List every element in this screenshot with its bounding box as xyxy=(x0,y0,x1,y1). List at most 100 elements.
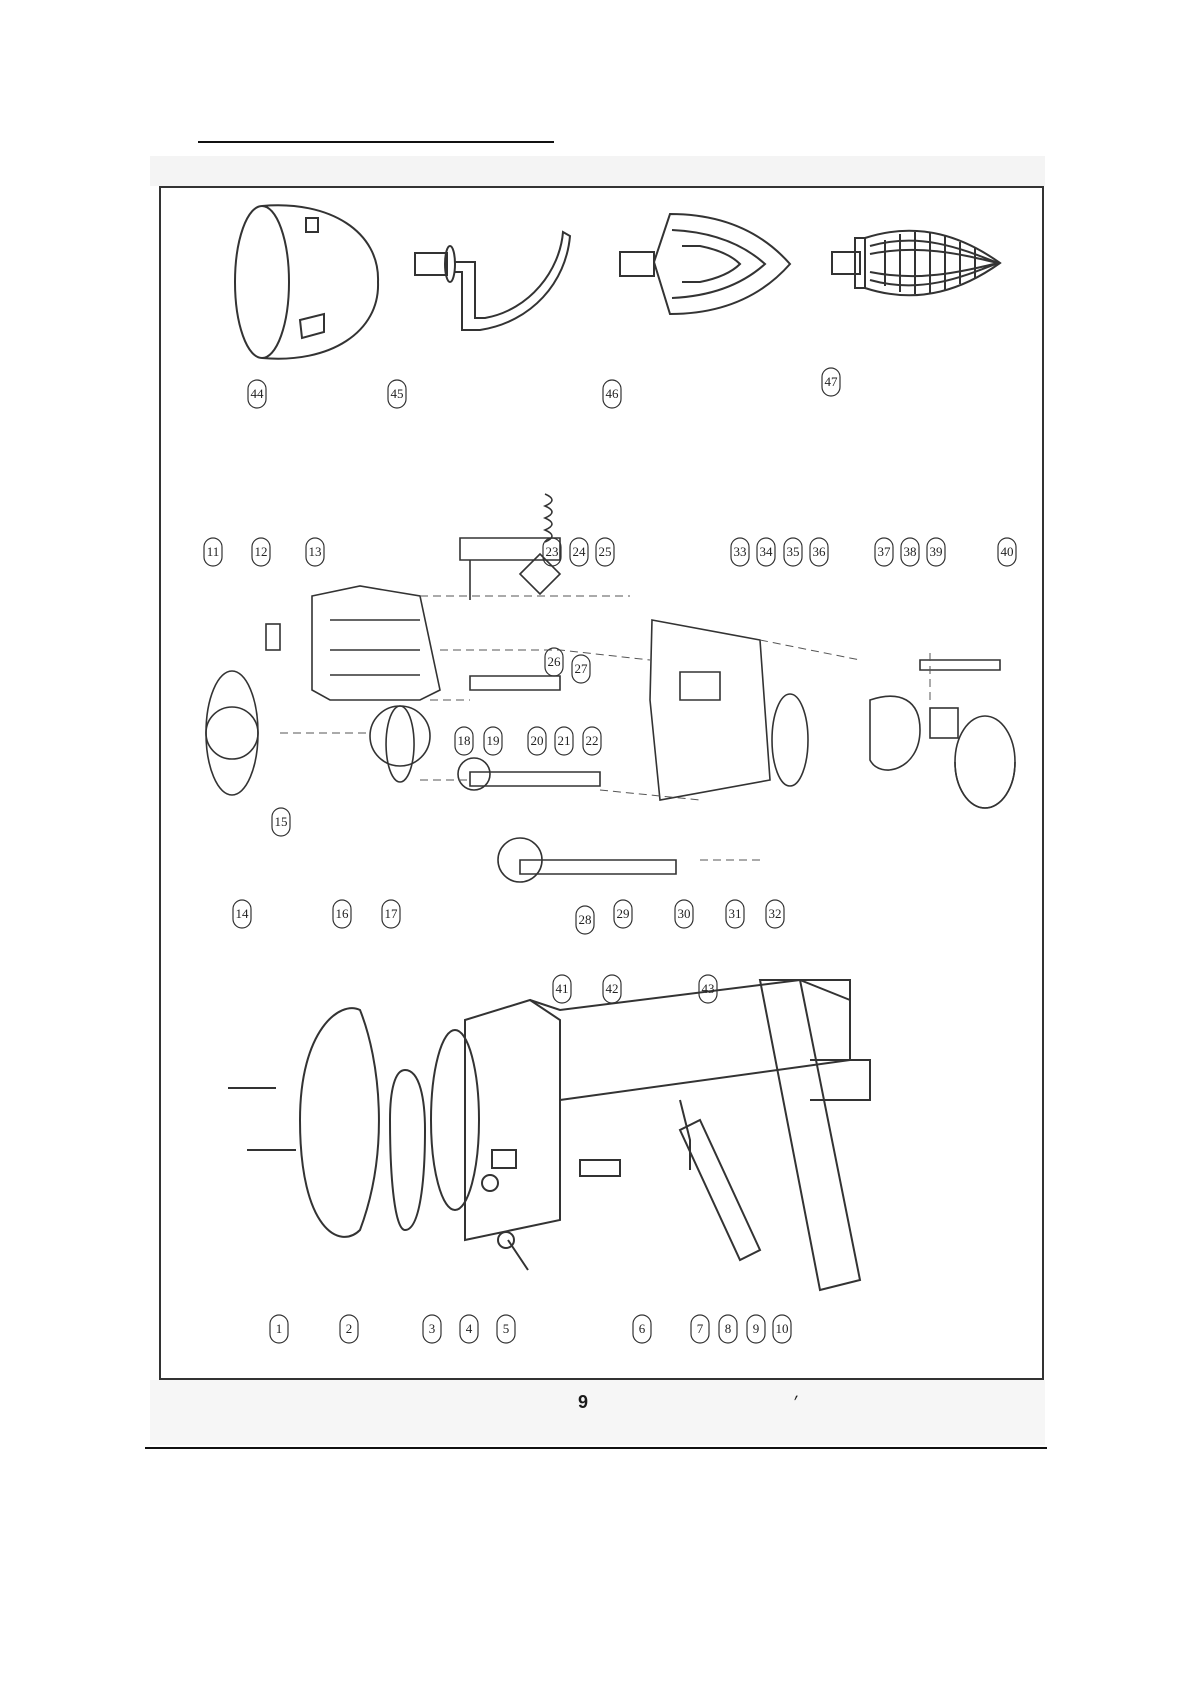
callout-44: 44 xyxy=(248,380,266,408)
svg-text:29: 29 xyxy=(617,906,630,921)
callout-18: 18 xyxy=(455,727,473,755)
svg-text:31: 31 xyxy=(729,906,742,921)
callout-10: 10 xyxy=(773,1315,791,1343)
svg-text:43: 43 xyxy=(702,981,715,996)
callout-25: 25 xyxy=(596,538,614,566)
callout-46: 46 xyxy=(603,380,621,408)
callout-30: 30 xyxy=(675,900,693,928)
callout-29: 29 xyxy=(614,900,632,928)
svg-text:13: 13 xyxy=(309,544,322,559)
svg-text:2: 2 xyxy=(346,1321,353,1336)
callout-34: 34 xyxy=(757,538,775,566)
svg-text:37: 37 xyxy=(878,544,892,559)
svg-text:9: 9 xyxy=(753,1321,760,1336)
callout-40: 40 xyxy=(998,538,1016,566)
svg-text:20: 20 xyxy=(531,733,544,748)
callout-12: 12 xyxy=(252,538,270,566)
svg-text:8: 8 xyxy=(725,1321,732,1336)
callout-6: 6 xyxy=(633,1315,651,1343)
callout-4: 4 xyxy=(460,1315,478,1343)
callout-27: 27 xyxy=(572,655,590,683)
svg-text:24: 24 xyxy=(573,544,587,559)
callout-9: 9 xyxy=(747,1315,765,1343)
callout-47: 47 xyxy=(822,368,840,396)
svg-text:12: 12 xyxy=(255,544,268,559)
bowl-drawing xyxy=(235,205,378,358)
dough-hook-drawing xyxy=(415,232,570,330)
svg-text:28: 28 xyxy=(579,912,592,927)
footer-rule xyxy=(145,1447,1047,1449)
callout-36: 36 xyxy=(810,538,828,566)
callout-19: 19 xyxy=(484,727,502,755)
callout-17: 17 xyxy=(382,900,400,928)
svg-text:15: 15 xyxy=(275,814,288,829)
callout-15: 15 xyxy=(272,808,290,836)
callout-3: 3 xyxy=(423,1315,441,1343)
svg-text:19: 19 xyxy=(487,733,500,748)
svg-text:32: 32 xyxy=(769,906,782,921)
svg-text:33: 33 xyxy=(734,544,747,559)
svg-text:47: 47 xyxy=(825,374,839,389)
svg-text:34: 34 xyxy=(760,544,774,559)
callout-37: 37 xyxy=(875,538,893,566)
svg-text:17: 17 xyxy=(385,906,399,921)
svg-text:22: 22 xyxy=(586,733,599,748)
callout-5: 5 xyxy=(497,1315,515,1343)
callout-14: 14 xyxy=(233,900,251,928)
svg-text:4: 4 xyxy=(466,1321,473,1336)
callout-7: 7 xyxy=(691,1315,709,1343)
callout-21: 21 xyxy=(555,727,573,755)
svg-text:11: 11 xyxy=(207,544,220,559)
callout-41: 41 xyxy=(553,975,571,1003)
svg-text:42: 42 xyxy=(606,981,619,996)
callout-24: 24 xyxy=(570,538,588,566)
svg-text:3: 3 xyxy=(429,1321,436,1336)
callout-38: 38 xyxy=(901,538,919,566)
svg-text:39: 39 xyxy=(930,544,943,559)
callout-2: 2 xyxy=(340,1315,358,1343)
callout-35: 35 xyxy=(784,538,802,566)
whisk-drawing xyxy=(832,231,1000,296)
page-number: 9 xyxy=(578,1392,588,1413)
svg-text:6: 6 xyxy=(639,1321,646,1336)
callout-8: 8 xyxy=(719,1315,737,1343)
svg-text:18: 18 xyxy=(458,733,471,748)
svg-text:26: 26 xyxy=(548,654,562,669)
svg-text:1: 1 xyxy=(276,1321,283,1336)
svg-text:5: 5 xyxy=(503,1321,510,1336)
callout-20: 20 xyxy=(528,727,546,755)
svg-text:44: 44 xyxy=(251,386,265,401)
callout-33: 33 xyxy=(731,538,749,566)
svg-text:16: 16 xyxy=(336,906,350,921)
svg-text:45: 45 xyxy=(391,386,404,401)
callout-16: 16 xyxy=(333,900,351,928)
svg-text:7: 7 xyxy=(697,1321,704,1336)
svg-text:27: 27 xyxy=(575,661,589,676)
svg-text:38: 38 xyxy=(904,544,917,559)
callout-11: 11 xyxy=(204,538,222,566)
svg-text:21: 21 xyxy=(558,733,571,748)
callout-42: 42 xyxy=(603,975,621,1003)
callout-32: 32 xyxy=(766,900,784,928)
callout-28: 28 xyxy=(576,906,594,934)
svg-text:25: 25 xyxy=(599,544,612,559)
svg-text:40: 40 xyxy=(1001,544,1014,559)
callout-26: 26 xyxy=(545,648,563,676)
callout-31: 31 xyxy=(726,900,744,928)
body-assembly-drawing xyxy=(228,980,870,1290)
callout-13: 13 xyxy=(306,538,324,566)
svg-text:46: 46 xyxy=(606,386,620,401)
callout-22: 22 xyxy=(583,727,601,755)
callout-45: 45 xyxy=(388,380,406,408)
svg-text:41: 41 xyxy=(556,981,569,996)
flat-beater-drawing xyxy=(620,214,790,314)
callout-43: 43 xyxy=(699,975,717,1003)
svg-text:35: 35 xyxy=(787,544,800,559)
svg-text:30: 30 xyxy=(678,906,691,921)
svg-text:23: 23 xyxy=(546,544,559,559)
callout-39: 39 xyxy=(927,538,945,566)
svg-text:14: 14 xyxy=(236,906,250,921)
svg-text:10: 10 xyxy=(776,1321,789,1336)
callout-1: 1 xyxy=(270,1315,288,1343)
